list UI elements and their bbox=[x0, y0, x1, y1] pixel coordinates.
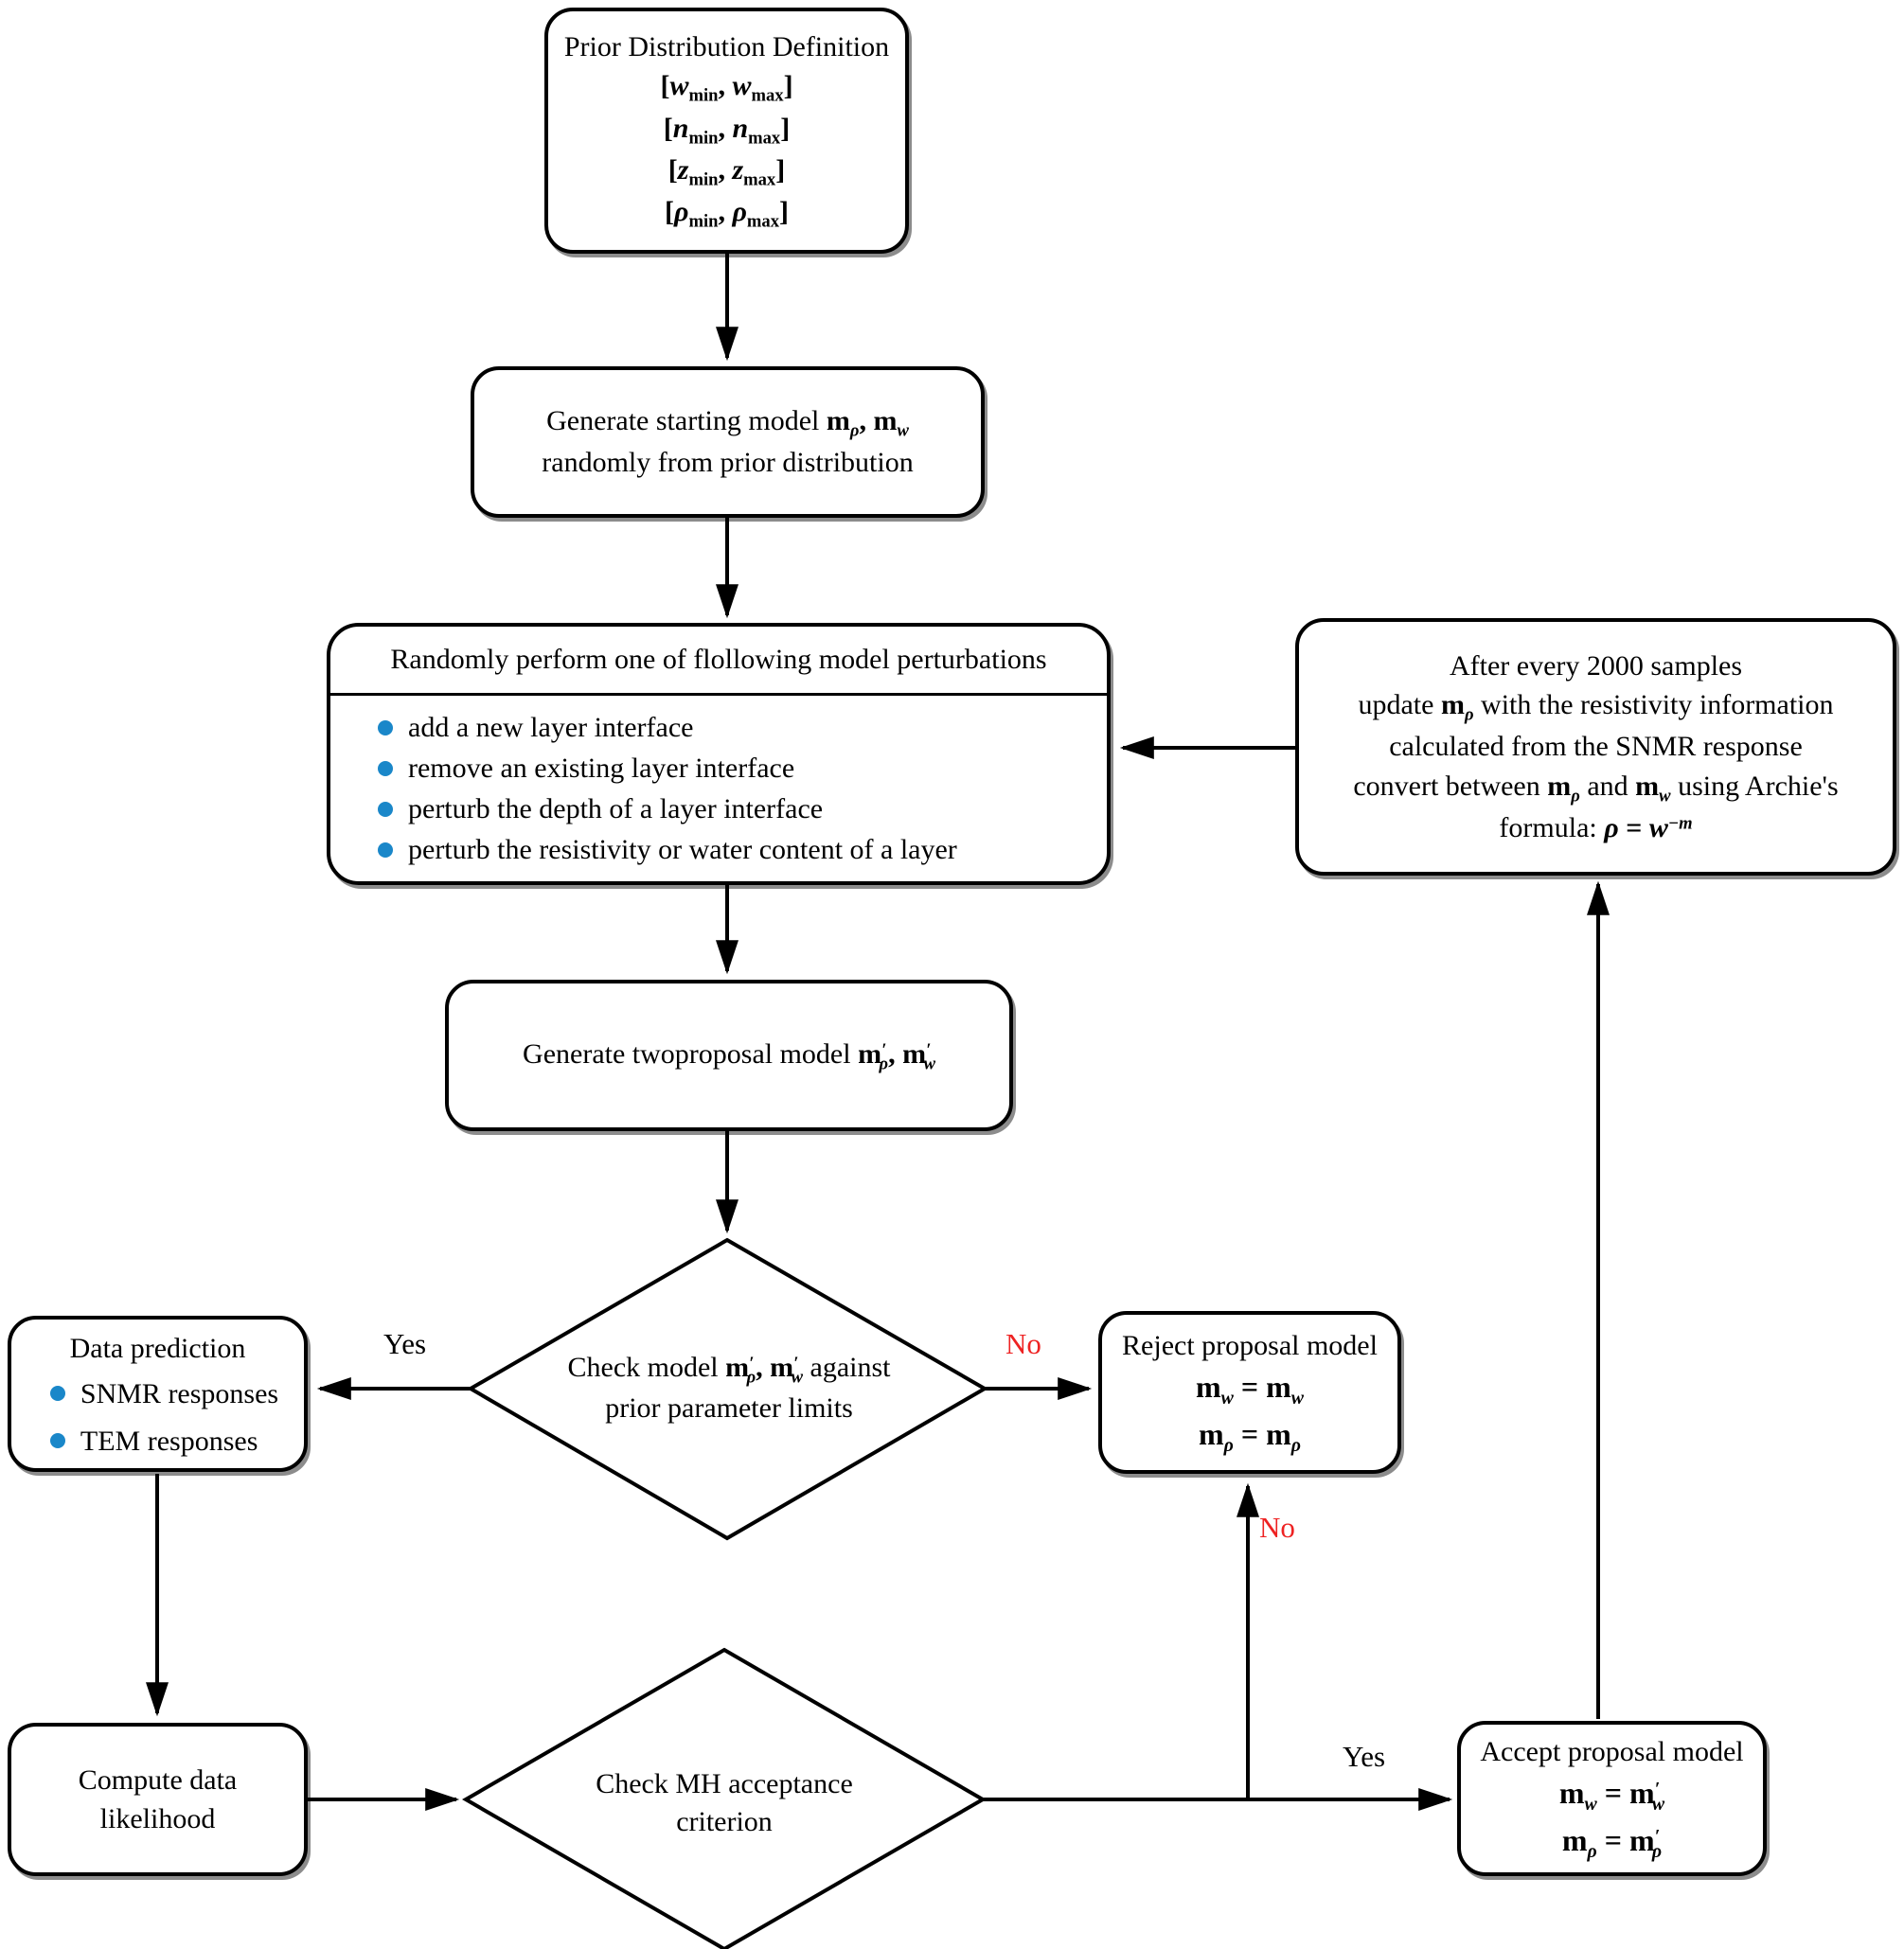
bullet-icon bbox=[49, 1386, 65, 1402]
node-compute-likelihood: Compute data likelihood bbox=[8, 1723, 308, 1876]
data-prediction-title: Data prediction bbox=[69, 1332, 246, 1364]
bullet-icon bbox=[49, 1433, 65, 1449]
mh-check-diamond-shape bbox=[462, 1647, 987, 1949]
accept-eq2: mρ = m′ρ bbox=[1561, 1822, 1663, 1862]
prior-check-diamond-shape bbox=[467, 1237, 988, 1541]
perturb-item-label: perturb the resistivity or water content… bbox=[408, 834, 957, 866]
prior-check-diamond-text: Check model m′ρ, m′w against prior param… bbox=[492, 1318, 966, 1460]
node-accept-proposal: Accept proposal model mw = m′w mρ = m′ρ bbox=[1457, 1721, 1767, 1876]
perturb-item-row: add a new layer interface bbox=[378, 709, 1107, 747]
mh-check-line1: Check MH acceptance bbox=[596, 1767, 853, 1799]
node-data-prediction: Data prediction SNMR responses TEM respo… bbox=[8, 1316, 308, 1472]
perturb-item-row: remove an existing layer interface bbox=[378, 750, 1107, 788]
node-model-perturbations: Randomly perform one of flollowing model… bbox=[327, 623, 1111, 885]
accept-title: Accept proposal model bbox=[1480, 1735, 1744, 1767]
node-generate-starting-model: Generate starting model mρ, mw randomly … bbox=[471, 366, 985, 518]
perturb-item-row: perturb the resistivity or water content… bbox=[378, 831, 1107, 869]
perturb-item-label: add a new layer interface bbox=[408, 712, 694, 744]
bullet-icon bbox=[378, 720, 393, 735]
start-line1: Generate starting model mρ, mw bbox=[546, 405, 909, 441]
prior-check-line1: Check model m′ρ, m′w against bbox=[567, 1352, 891, 1388]
compute-line2: likelihood bbox=[99, 1803, 216, 1834]
perturb-item-label: perturb the depth of a layer interface bbox=[408, 793, 824, 825]
data-prediction-item-row: SNMR responses bbox=[37, 1372, 278, 1415]
proposal-line1: Generate twoproposal model m′ρ, m′w bbox=[523, 1037, 935, 1074]
prior-check-line2: prior parameter limits bbox=[605, 1392, 853, 1425]
prior-title: Prior Distribution Definition bbox=[563, 30, 890, 62]
node-generate-proposal-model: Generate twoproposal model m′ρ, m′w bbox=[445, 980, 1013, 1131]
mh-check-line2: criterion bbox=[676, 1806, 773, 1837]
mh-check-no-label: No bbox=[1259, 1511, 1295, 1544]
mh-check-diamond-text: Check MH acceptance criterion bbox=[511, 1742, 937, 1865]
prior-range-w: [wmin, wmax] bbox=[660, 70, 793, 106]
node-reject-proposal: Reject proposal model mw = mw mρ = mρ bbox=[1098, 1311, 1401, 1474]
start-line2: randomly from prior distribution bbox=[542, 447, 914, 479]
update-line1: After every 2000 samples bbox=[1449, 649, 1743, 682]
prior-range-rho: [ρmin, ρmax] bbox=[664, 195, 790, 232]
update-line2: update mρ with the resistivity informati… bbox=[1358, 689, 1834, 725]
prior-range-z: [zmin, zmax] bbox=[667, 153, 786, 190]
prior-check-no-label: No bbox=[1005, 1327, 1041, 1360]
node-update-resistivity: After every 2000 samples update mρ with … bbox=[1295, 618, 1896, 876]
accept-eq1: mw = m′w bbox=[1558, 1775, 1665, 1815]
bullet-icon bbox=[378, 842, 393, 858]
prior-check-yes-label: Yes bbox=[383, 1327, 427, 1360]
mh-check-yes-label: Yes bbox=[1343, 1740, 1386, 1773]
perturb-item-row: perturb the depth of a layer interface bbox=[378, 790, 1107, 828]
data-prediction-item-label: TEM responses bbox=[80, 1425, 258, 1457]
reject-title: Reject proposal model bbox=[1122, 1329, 1378, 1361]
bullet-icon bbox=[378, 802, 393, 817]
node-prior-distribution: Prior Distribution Definition [wmin, wma… bbox=[544, 8, 909, 254]
compute-line1: Compute data bbox=[78, 1763, 238, 1796]
data-prediction-item-label: SNMR responses bbox=[80, 1377, 279, 1409]
update-line3: calculated from the SNMR response bbox=[1389, 731, 1803, 763]
reject-eq1: mw = mw bbox=[1195, 1369, 1304, 1409]
update-formula: formula: ρ = w−m bbox=[1499, 811, 1693, 843]
update-line4: convert between mρ and mw using Archie's bbox=[1353, 770, 1839, 806]
reject-eq2: mρ = mρ bbox=[1199, 1416, 1301, 1456]
bullet-icon bbox=[378, 761, 393, 776]
data-prediction-item-row: TEM responses bbox=[37, 1419, 278, 1462]
perturb-header: Randomly perform one of flollowing model… bbox=[330, 627, 1107, 696]
prior-range-n: [nmin, nmax] bbox=[663, 112, 791, 149]
perturb-item-label: remove an existing layer interface bbox=[408, 753, 795, 785]
